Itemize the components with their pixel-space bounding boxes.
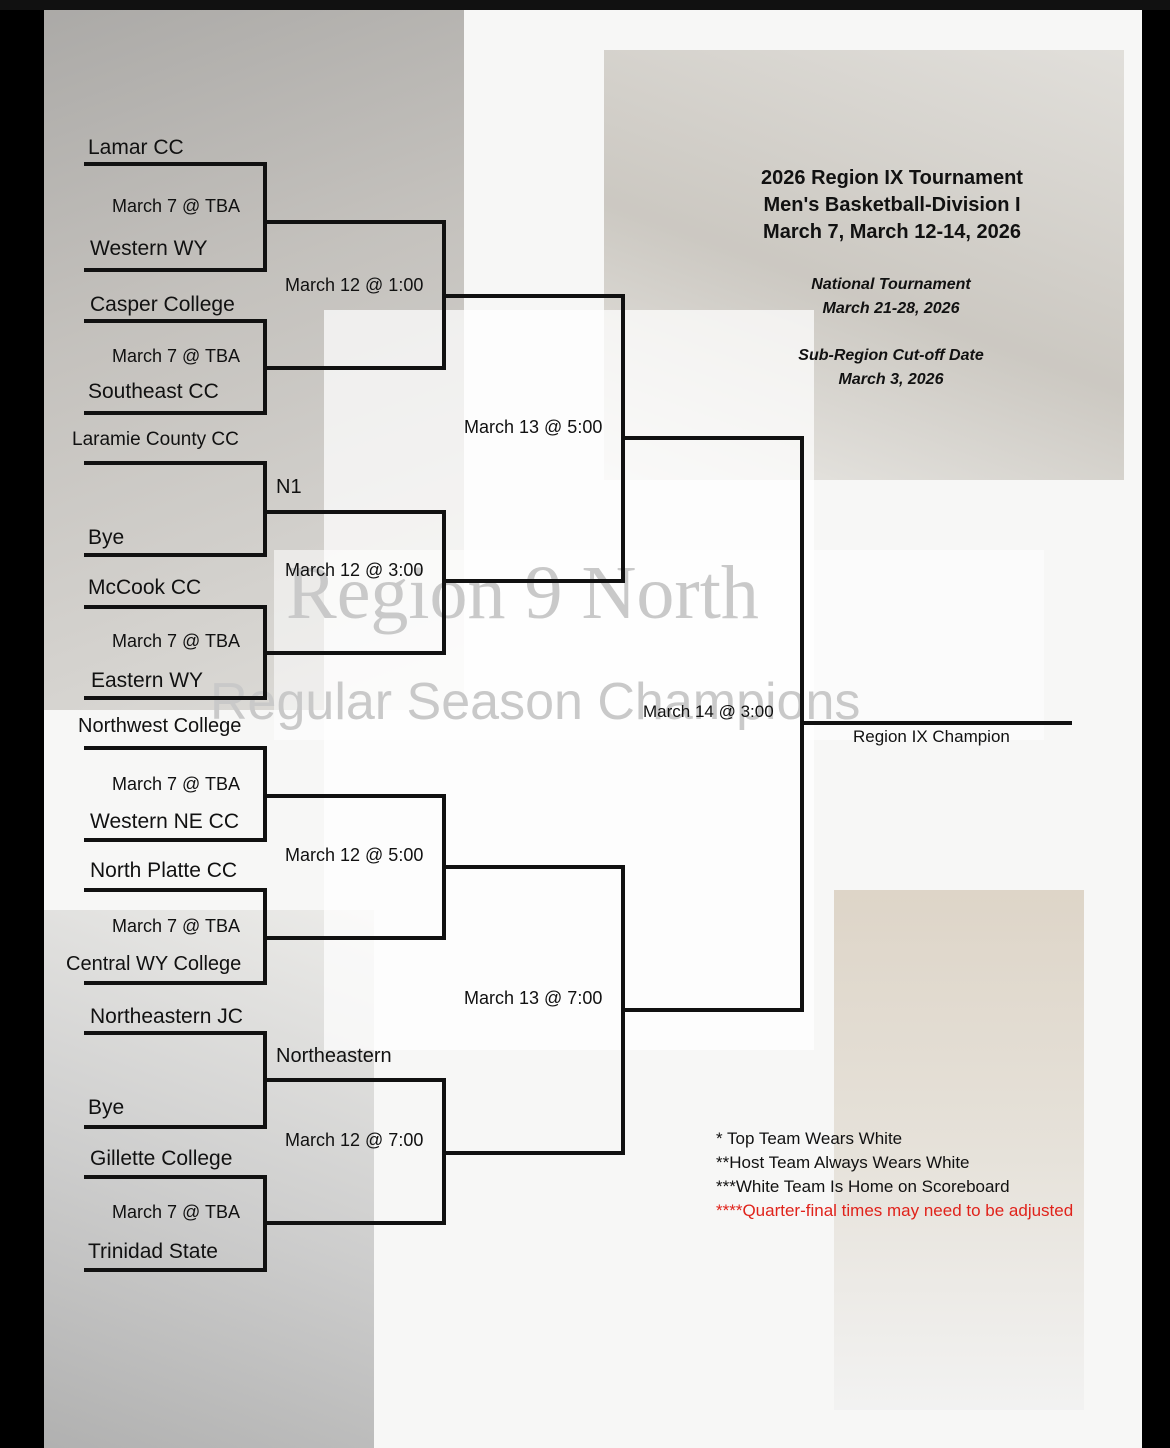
- first-round-game-5: March 7 @ TBA: [112, 916, 240, 936]
- note-1: * Top Team Wears White: [716, 1129, 903, 1148]
- title-line-1: 2026 Region IX Tournament: [761, 167, 1023, 189]
- team-slot-5: Laramie County CC: [72, 429, 239, 450]
- first-round-game-2: March 7 @ TBA: [112, 346, 240, 366]
- title-line-2: Men's Basketball-Division I: [763, 194, 1021, 216]
- national-tournament-dates: March 21-28, 2026: [822, 300, 960, 317]
- watermark-line-2: Regular Season Champions: [210, 673, 861, 731]
- first-round-game-1: March 7 @ TBA: [112, 196, 240, 216]
- bracket-sheet: [44, 10, 1142, 1448]
- team-slot-4: Southeast CC: [88, 380, 219, 403]
- watermark-line-1: Region 9 North: [286, 551, 759, 635]
- team-slot-14: Bye: [88, 1096, 125, 1119]
- national-tournament-info: National Tournament March 21-28, 2026: [741, 273, 1041, 321]
- quarterfinal-game-2: March 12 @ 3:00: [285, 560, 424, 580]
- note-4: ****Quarter-final times may need to be a…: [716, 1201, 1074, 1220]
- semifinal-game-2: March 13 @ 7:00: [464, 988, 603, 1008]
- notes: * Top Team Wears White **Host Team Alway…: [716, 1127, 1073, 1223]
- team-slot-9: Northwest College: [78, 715, 242, 737]
- background-overlay-band: [274, 550, 1044, 740]
- top-bar: [0, 0, 1170, 10]
- quarterfinal-game-1: March 12 @ 1:00: [285, 275, 424, 295]
- team-slot-12: Central WY College: [66, 953, 242, 975]
- note-2: **Host Team Always Wears White: [716, 1153, 970, 1172]
- quarterfinal-game-4: March 12 @ 7:00: [285, 1130, 424, 1150]
- team-slot-2: Western WY: [90, 237, 208, 260]
- final-game: March 14 @ 3:00: [643, 702, 774, 721]
- title-line-3: March 7, March 12-14, 2026: [763, 221, 1021, 243]
- champion-label: Region IX Champion: [853, 727, 1010, 746]
- team-slot-10: Western NE CC: [90, 810, 239, 833]
- team-slot-7: McCook CC: [88, 576, 202, 599]
- team-slot-3: Casper College: [90, 293, 235, 316]
- seed-label-1: N1: [276, 476, 302, 498]
- background-photo-shooter: [834, 890, 1084, 1410]
- team-slot-8: Eastern WY: [91, 669, 204, 692]
- cutoff-label: Sub-Region Cut-off Date: [798, 347, 984, 364]
- note-3: ***White Team Is Home on Scoreboard: [716, 1177, 1010, 1196]
- semifinal-game-1: March 13 @ 5:00: [464, 417, 603, 437]
- team-slot-1: Lamar CC: [88, 136, 184, 159]
- first-round-game-3: March 7 @ TBA: [112, 631, 240, 651]
- first-round-game-6: March 7 @ TBA: [112, 1202, 240, 1222]
- tournament-title: 2026 Region IX Tournament Men's Basketba…: [712, 165, 1072, 246]
- seed-label-2: Northeastern: [276, 1045, 392, 1067]
- team-slot-15: Gillette College: [90, 1147, 233, 1170]
- team-slot-16: Trinidad State: [88, 1240, 218, 1263]
- first-round-game-4: March 7 @ TBA: [112, 774, 240, 794]
- cutoff-info: Sub-Region Cut-off Date March 3, 2026: [741, 344, 1041, 392]
- cutoff-date: March 3, 2026: [838, 371, 944, 388]
- team-slot-6: Bye: [88, 526, 125, 549]
- team-slot-13: Northeastern JC: [90, 1005, 243, 1028]
- quarterfinal-game-3: March 12 @ 5:00: [285, 845, 424, 865]
- team-slot-11: North Platte CC: [90, 859, 238, 882]
- national-tournament-label: National Tournament: [811, 276, 971, 293]
